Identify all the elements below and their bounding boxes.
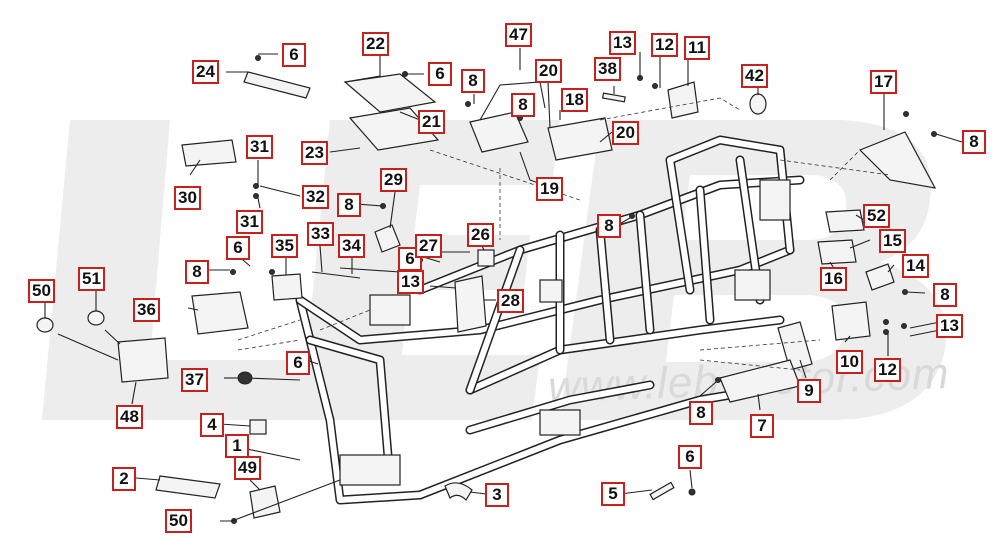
callout-18[interactable]: 18 (561, 88, 588, 112)
callout-29[interactable]: 29 (380, 168, 407, 192)
callout-38[interactable]: 38 (594, 57, 621, 81)
callout-6[interactable]: 6 (282, 43, 306, 67)
callout-30[interactable]: 30 (174, 186, 201, 210)
callout-16[interactable]: 16 (820, 267, 847, 291)
callout-24[interactable]: 24 (192, 60, 219, 84)
callout-5[interactable]: 5 (601, 482, 625, 506)
callout-12[interactable]: 12 (874, 358, 901, 382)
callout-6[interactable]: 6 (286, 351, 310, 375)
callout-8[interactable]: 8 (461, 69, 485, 93)
callout-51[interactable]: 51 (78, 267, 105, 291)
callout-8[interactable]: 8 (185, 260, 209, 284)
callout-47[interactable]: 47 (505, 23, 532, 47)
callout-50[interactable]: 50 (165, 509, 192, 533)
callout-7[interactable]: 7 (750, 414, 774, 438)
callout-12[interactable]: 12 (651, 33, 678, 57)
callout-21[interactable]: 21 (418, 110, 445, 134)
callout-6[interactable]: 6 (678, 445, 702, 469)
callout-9[interactable]: 9 (797, 379, 821, 403)
callout-31[interactable]: 31 (246, 135, 273, 159)
callout-52[interactable]: 52 (863, 204, 890, 228)
callout-8[interactable]: 8 (597, 214, 621, 238)
callout-20[interactable]: 20 (535, 59, 562, 83)
callout-36[interactable]: 36 (133, 298, 160, 322)
callout-33[interactable]: 33 (307, 222, 334, 246)
callout-20[interactable]: 20 (612, 121, 639, 145)
callout-13[interactable]: 13 (397, 270, 424, 294)
callout-8[interactable]: 8 (689, 401, 713, 425)
callout-48[interactable]: 48 (116, 405, 143, 429)
callout-3[interactable]: 3 (485, 483, 509, 507)
callout-8[interactable]: 8 (337, 193, 361, 217)
callout-42[interactable]: 42 (741, 64, 768, 88)
callout-50[interactable]: 50 (28, 279, 55, 303)
callout-13[interactable]: 13 (609, 31, 636, 55)
callout-8[interactable]: 8 (962, 130, 986, 154)
callout-6[interactable]: 6 (226, 236, 250, 260)
callout-10[interactable]: 10 (836, 350, 863, 374)
callout-11[interactable]: 11 (684, 36, 710, 60)
callout-23[interactable]: 23 (301, 141, 328, 165)
callout-6[interactable]: 6 (428, 62, 452, 86)
callout-14[interactable]: 14 (902, 254, 929, 278)
callout-15[interactable]: 15 (879, 229, 906, 253)
callout-27[interactable]: 27 (415, 234, 442, 258)
callout-31[interactable]: 31 (236, 210, 263, 234)
callout-19[interactable]: 19 (536, 177, 563, 201)
callout-8[interactable]: 8 (511, 93, 535, 117)
callout-26[interactable]: 26 (467, 223, 494, 247)
parts-art (36, 55, 937, 524)
callout-28[interactable]: 28 (497, 289, 524, 313)
callout-17[interactable]: 17 (870, 70, 897, 94)
callout-4[interactable]: 4 (200, 413, 224, 437)
dashed-guides (237, 97, 891, 371)
callout-35[interactable]: 35 (271, 234, 298, 258)
callout-34[interactable]: 34 (338, 234, 365, 258)
callout-37[interactable]: 37 (181, 368, 208, 392)
callout-1[interactable]: 1 (225, 434, 249, 458)
callout-22[interactable]: 22 (362, 32, 389, 56)
callout-49[interactable]: 49 (234, 456, 261, 480)
callout-13[interactable]: 13 (936, 314, 963, 338)
callout-2[interactable]: 2 (112, 467, 136, 491)
callout-32[interactable]: 32 (302, 185, 329, 209)
callout-8[interactable]: 8 (933, 283, 957, 307)
leader-lines (44, 48, 963, 522)
